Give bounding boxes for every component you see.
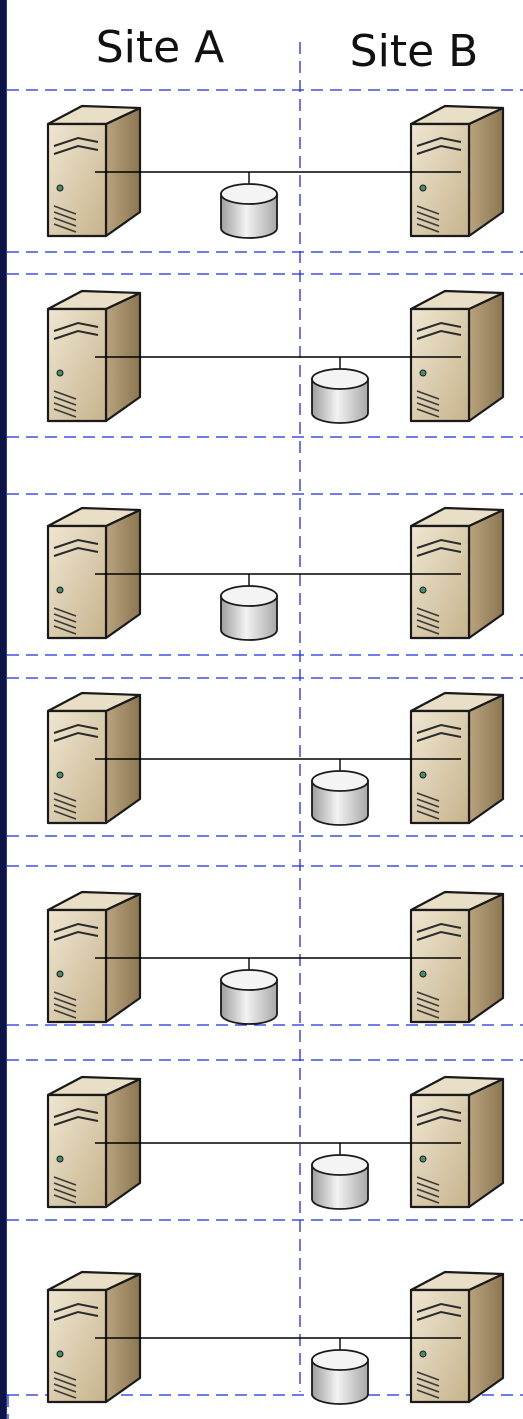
server-icon <box>46 289 142 423</box>
replication-row <box>46 1075 505 1210</box>
server-icon <box>409 1270 505 1404</box>
server-icon <box>46 104 142 238</box>
server-icon <box>409 691 505 825</box>
replication-row <box>46 506 505 641</box>
diagram-canvas: Site A Site B <box>6 0 523 1419</box>
server-icon <box>46 1270 142 1404</box>
server-icon <box>409 289 505 423</box>
storage-disk-icon <box>220 585 278 641</box>
server-icon <box>409 890 505 1024</box>
replication-row <box>46 104 505 239</box>
storage-disk-icon <box>311 1349 369 1405</box>
server-icon <box>46 691 142 825</box>
server-icon <box>409 506 505 640</box>
site-topology-diagram: Site A Site B <box>7 22 523 1419</box>
replication-rows <box>46 104 505 1405</box>
site-b-label: Site B <box>350 26 479 77</box>
server-icon <box>409 1075 505 1209</box>
storage-disk-icon <box>220 183 278 239</box>
replication-row <box>46 890 505 1025</box>
replication-row <box>46 691 505 826</box>
server-icon <box>46 506 142 640</box>
storage-disk-icon <box>311 1154 369 1210</box>
site-a-label: Site A <box>96 22 225 73</box>
server-icon <box>46 1075 142 1209</box>
server-icon <box>409 104 505 238</box>
replication-row <box>46 1270 505 1405</box>
server-icon <box>46 890 142 1024</box>
storage-disk-icon <box>311 770 369 826</box>
storage-disk-icon <box>311 368 369 424</box>
replication-row <box>46 289 505 424</box>
dashed-guides <box>7 42 523 1419</box>
storage-disk-icon <box>220 969 278 1025</box>
